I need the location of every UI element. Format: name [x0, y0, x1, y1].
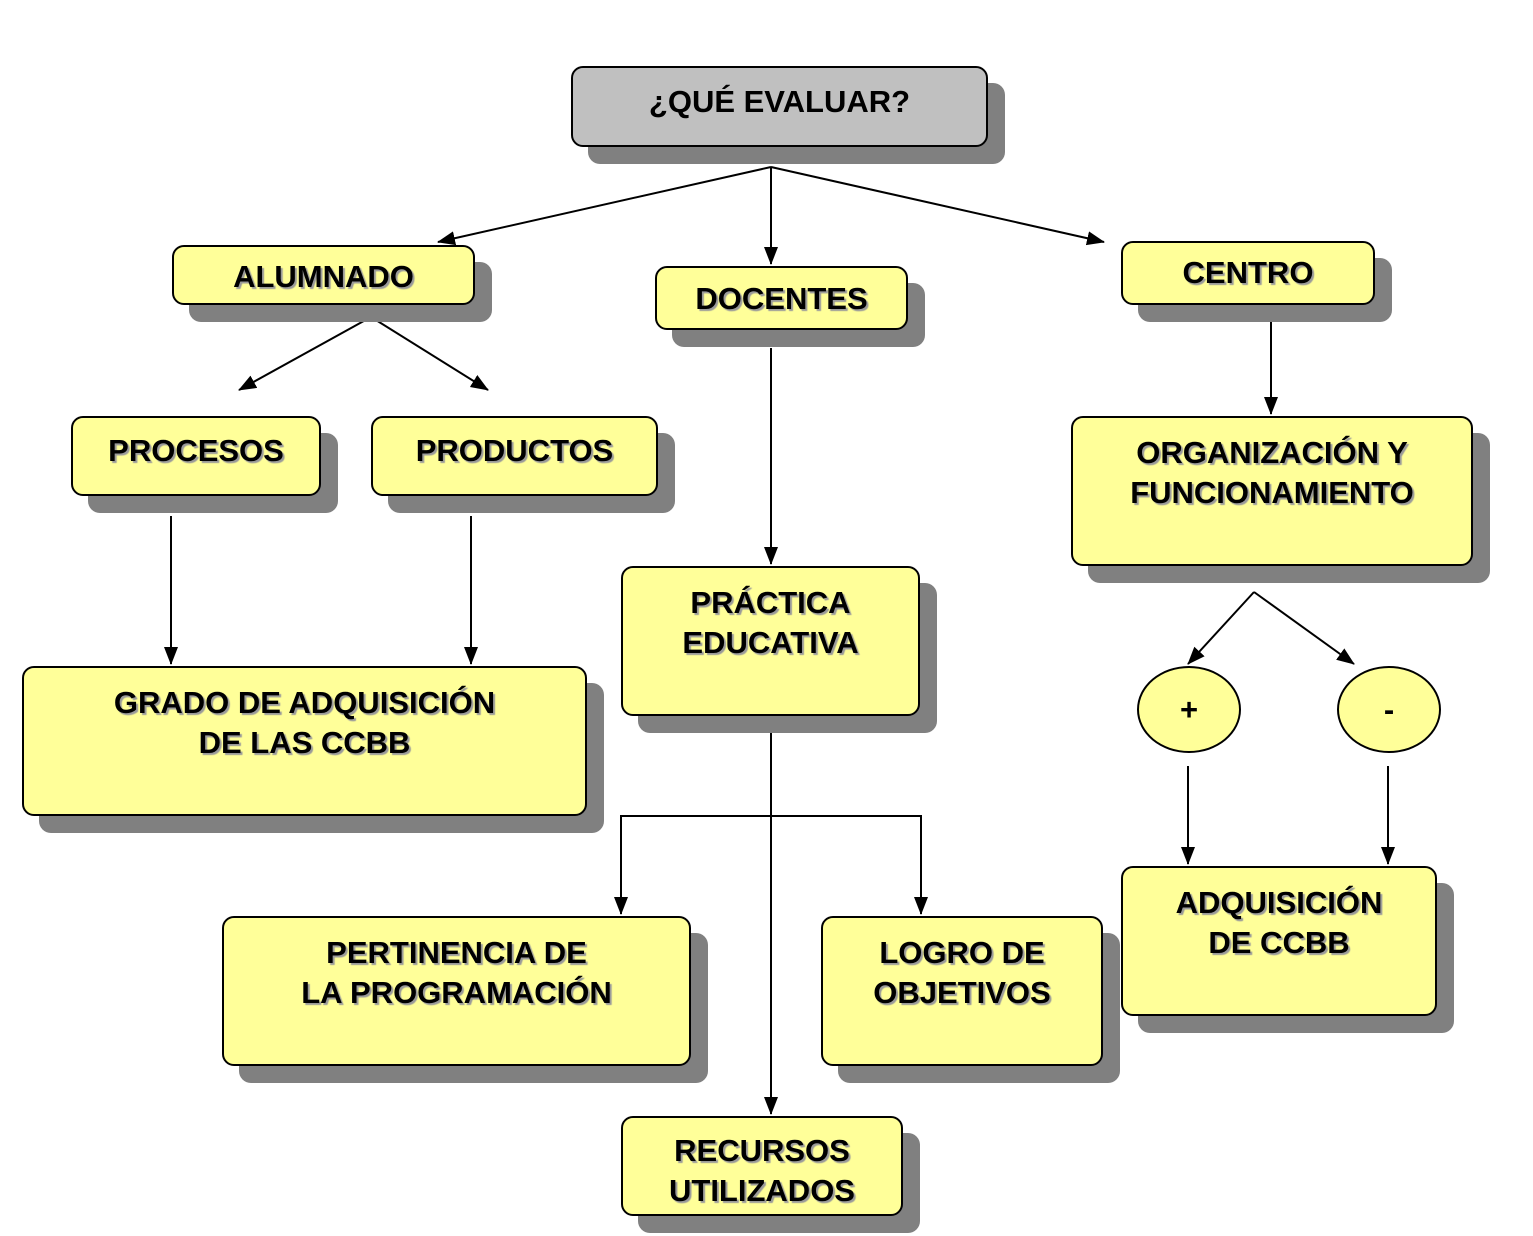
arrow-to-minus: [1253, 591, 1355, 665]
arrow-to-centro: [770, 166, 1105, 246]
node-minus: -: [1337, 666, 1441, 753]
node-adquisicion-ccbb: ADQUISICIÓN DE CCBB: [1121, 866, 1437, 1016]
node-pertinencia: PERTINENCIA DE LA PROGRAMACIÓN: [222, 916, 691, 1066]
node-grado-adquisicion: GRADO DE ADQUISICIÓN DE LAS CCBB: [22, 666, 587, 816]
node-productos: PRODUCTOS: [371, 416, 658, 496]
node-practica-educativa: PRÁCTICA EDUCATIVA: [621, 566, 920, 716]
arrow-to-alumnado: [437, 166, 772, 246]
arrow-to-productos: [370, 316, 489, 391]
node-logro-objetivos: LOGRO DE OBJETIVOS: [821, 916, 1103, 1066]
node-recursos: RECURSOS UTILIZADOS: [621, 1116, 903, 1216]
node-plus: +: [1137, 666, 1241, 753]
node-organizacion: ORGANIZACIÓN Y FUNCIONAMIENTO: [1071, 416, 1473, 566]
arrow-to-logro: [771, 815, 928, 915]
arrow-to-procesos: [238, 316, 372, 391]
node-docentes: DOCENTES: [655, 266, 908, 330]
title-box: ¿QUÉ EVALUAR?: [571, 66, 988, 147]
arrow-to-plus: [1187, 591, 1255, 665]
node-procesos: PROCESOS: [71, 416, 321, 496]
arrow-to-pertinencia: [614, 815, 771, 915]
node-alumnado: ALUMNADO: [172, 245, 475, 305]
node-centro: CENTRO: [1121, 241, 1375, 305]
